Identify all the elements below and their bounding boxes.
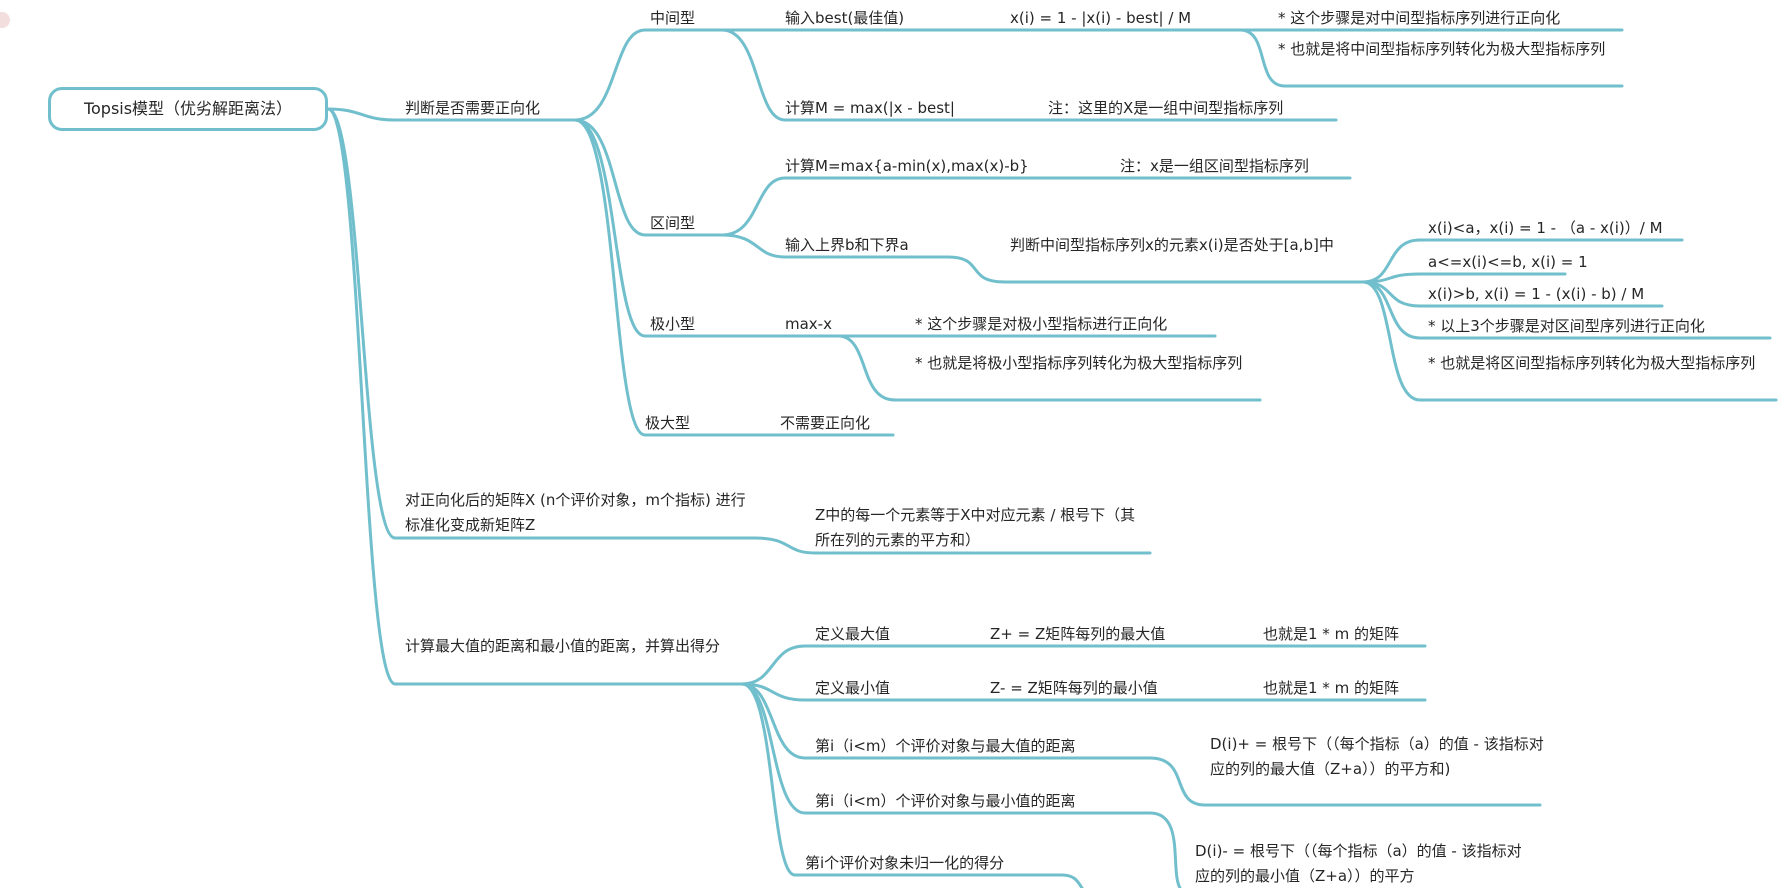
standardize-formula[interactable]: Z中的每一个元素等于X中对应元素 / 根号下（其所在列的元素的平方和） bbox=[815, 506, 1136, 549]
mid-note-1[interactable]: * 这个步骤是对中间型指标序列进行正向化 bbox=[1278, 9, 1561, 27]
mid-formula[interactable]: x(i) = 1 - |x(i) - best| / M bbox=[1010, 9, 1192, 27]
type-maximal[interactable]: 极大型 bbox=[645, 414, 691, 432]
mid-calc-note[interactable]: 注：这里的X是一组中间型指标序列 bbox=[1048, 99, 1284, 117]
type-intermediate[interactable]: 中间型 bbox=[650, 9, 696, 27]
branch-normalize-direction[interactable]: 判断是否需要正向化 bbox=[405, 99, 541, 117]
interval-case-within[interactable]: a<=x(i)<=b, x(i) = 1 bbox=[1428, 253, 1588, 271]
interval-note-2[interactable]: * 也就是将区间型指标序列转化为极大型指标序列 bbox=[1428, 354, 1756, 372]
branch-distance-score[interactable]: 计算最大值的距离和最小值的距离，并算出得分 bbox=[405, 637, 721, 655]
interval-judge[interactable]: 判断中间型指标序列x的元素x(i)是否处于[a,b]中 bbox=[1010, 236, 1334, 254]
interval-calc-m[interactable]: 计算M=max{a-min(x),max(x)-b} bbox=[785, 157, 1029, 175]
interval-case-above[interactable]: x(i)>b, x(i) = 1 - (x(i) - b) / M bbox=[1428, 285, 1645, 303]
interval-input-bounds[interactable]: 输入上界b和下界a bbox=[785, 236, 909, 254]
dplus-formula[interactable]: D(i)+ = 根号下（（每个指标（a）的值 - 该指标对应的列的最大值（Z+a… bbox=[1210, 735, 1544, 778]
mid-note-2[interactable]: * 也就是将中间型指标序列转化为极大型指标序列 bbox=[1278, 40, 1606, 58]
mid-input-best[interactable]: 输入best(最佳值) bbox=[785, 9, 905, 27]
dminus-formula[interactable]: D(i)- = 根号下（（每个指标（a）的值 - 该指标对应的列的最小值（Z+a… bbox=[1195, 842, 1522, 885]
max-op[interactable]: 不需要正向化 bbox=[780, 414, 871, 432]
zminus-formula[interactable]: Z- = Z矩阵每列的最小值 bbox=[990, 679, 1158, 697]
type-interval[interactable]: 区间型 bbox=[650, 214, 696, 232]
min-op[interactable]: max-x bbox=[785, 315, 832, 333]
unnormalized-score[interactable]: 第i个评价对象未归一化的得分 bbox=[805, 854, 1005, 872]
interval-note-1[interactable]: * 以上3个步骤是对区间型序列进行正向化 bbox=[1428, 317, 1705, 335]
type-minimal[interactable]: 极小型 bbox=[650, 315, 696, 333]
interval-case-below[interactable]: x(i)<a，x(i) = 1 - （a - x(i)）/ M bbox=[1428, 219, 1663, 237]
root-node[interactable]: Topsis模型（优劣解距离法） bbox=[48, 87, 328, 131]
zminus-note[interactable]: 也就是1 * m 的矩阵 bbox=[1263, 679, 1399, 697]
interval-calc-note[interactable]: 注：x是一组区间型指标序列 bbox=[1120, 157, 1309, 175]
zplus-formula[interactable]: Z+ = Z矩阵每列的最大值 bbox=[990, 625, 1166, 643]
mid-calc-m[interactable]: 计算M = max(|x - best| bbox=[785, 99, 955, 117]
branch-standardize[interactable]: 对正向化后的矩阵X (n个评价对象，m个指标) 进行标准化变成新矩阵Z bbox=[405, 491, 746, 534]
zplus-note[interactable]: 也就是1 * m 的矩阵 bbox=[1263, 625, 1399, 643]
min-note-2[interactable]: * 也就是将极小型指标序列转化为极大型指标序列 bbox=[915, 354, 1243, 372]
distance-to-max[interactable]: 第i（i<m）个评价对象与最大值的距离 bbox=[815, 737, 1076, 755]
distance-to-min[interactable]: 第i（i<m）个评价对象与最小值的距离 bbox=[815, 792, 1076, 810]
define-min[interactable]: 定义最小值 bbox=[815, 679, 891, 697]
app-corner-icon bbox=[0, 12, 10, 28]
define-max[interactable]: 定义最大值 bbox=[815, 625, 891, 643]
min-note-1[interactable]: * 这个步骤是对极小型指标进行正向化 bbox=[915, 315, 1168, 333]
